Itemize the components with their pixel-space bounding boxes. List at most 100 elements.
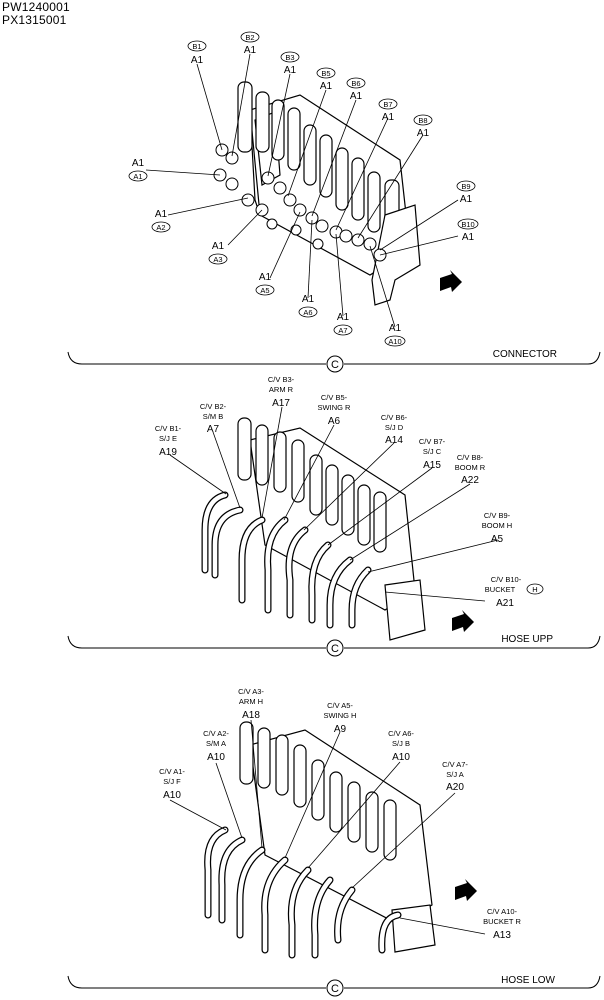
drawing-code-1: PW1240001 [2,0,70,14]
svg-text:A20: A20 [446,782,464,793]
svg-text:C/V A7-: C/V A7- [442,760,468,769]
connector-circle [326,355,344,373]
svg-text:ARM H: ARM H [239,697,263,706]
hose-upp-label-b3: C/V B3- ARM R A17 [268,375,295,409]
svg-text:A21: A21 [496,598,514,609]
svg-text:BUCKET: BUCKET [485,585,516,594]
hose-upp-label-b7: C/V B7- S/J C A15 [419,437,446,471]
svg-text:A6: A6 [303,308,312,317]
svg-text:A1: A1 [389,323,402,334]
hose-upp-label-b1: C/V B1- S/J E A19 [155,424,182,458]
connector-label-b9: B9 A1 [456,180,476,205]
svg-text:A5: A5 [260,286,269,295]
svg-text:B5: B5 [321,69,330,78]
svg-text:A7: A7 [338,326,347,335]
hose-upp-label-b9: C/V B9- BOOM H A5 [482,511,512,545]
svg-text:H: H [532,585,537,594]
svg-text:S/M B: S/M B [203,412,223,421]
hose-upp-label-b6: C/V B6- S/J D A14 [381,413,408,446]
hose-upp-section: C/V B1- S/J E A19 C/V B2- S/M B A7 C/V B… [67,375,601,657]
svg-text:A1: A1 [133,172,142,181]
svg-text:SWING R: SWING R [318,403,351,412]
svg-text:C/V B10-: C/V B10- [491,575,522,584]
svg-text:BUCKET R: BUCKET R [483,917,521,926]
hose-low-label-a10: C/V A10- BUCKET R A13 [483,907,521,941]
hose-low-circle-label: C [331,983,339,995]
svg-text:A9: A9 [334,724,347,735]
hose-low-circle [326,979,344,997]
svg-text:C/V A2-: C/V A2- [203,729,229,738]
svg-text:A18: A18 [242,710,260,721]
valve-block-connector [213,81,421,306]
svg-text:A1: A1 [460,194,473,205]
svg-text:A1: A1 [382,112,395,123]
svg-text:C/V B3-: C/V B3- [268,375,295,384]
connector-label-a1: A1 A1 [128,158,148,182]
svg-text:S/M A: S/M A [206,739,226,748]
hose-upp-circle [326,639,344,657]
connector-label-a2: A1 A2 [151,209,171,233]
connector-label-a5: A1 A5 [255,272,275,296]
svg-text:A19: A19 [159,447,177,458]
svg-text:A2: A2 [156,223,165,232]
connector-section-label: CONNECTOR [493,349,557,360]
connector-label-b10: B10 A1 [457,218,479,243]
svg-text:A5: A5 [491,534,504,545]
svg-text:A1: A1 [417,128,430,139]
svg-text:A1: A1 [302,294,315,305]
svg-text:S/J F: S/J F [163,777,181,786]
svg-text:A1: A1 [212,241,225,252]
svg-text:SWING H: SWING H [324,711,357,720]
svg-text:A1: A1 [132,158,145,169]
hose-upp-label-b5: C/V B5- SWING R A6 [318,393,351,427]
svg-text:A1: A1 [462,232,475,243]
svg-text:A17: A17 [272,398,290,409]
svg-text:C/V B8-: C/V B8- [457,453,484,462]
svg-text:S/J A: S/J A [446,770,464,779]
connector-label-b5: B5 A1 [316,67,336,92]
connector-section: B1 A1 B2 A1 B3 A1 B5 A1 B6 A1 B7 A1 [67,31,601,373]
hose-low-label-a5: C/V A5- SWING H A9 [324,701,357,735]
direction-arrow-icon [455,879,477,901]
direction-arrow-icon [452,610,474,632]
hose-upp-label-b10: C/V B10- BUCKET H A21 [485,575,544,609]
connector-label-b8: B8 A1 [413,114,433,139]
hose-low-section-label: HOSE LOW [501,975,555,986]
svg-text:C/V B7-: C/V B7- [419,437,446,446]
svg-text:A22: A22 [461,475,479,486]
hose-low-label-a7: C/V A7- S/J A A20 [442,760,468,793]
svg-text:ARM R: ARM R [269,385,294,394]
svg-text:B1: B1 [192,42,201,51]
svg-text:A1: A1 [259,272,272,283]
svg-text:A1: A1 [155,209,168,220]
svg-text:A7: A7 [207,424,220,435]
svg-text:A3: A3 [213,255,222,264]
direction-arrow-icon [440,270,462,292]
svg-text:S/J B: S/J B [392,739,410,748]
svg-text:C/V B5-: C/V B5- [321,393,348,402]
svg-text:C/V A3-: C/V A3- [238,687,264,696]
connector-label-b1: B1 A1 [187,40,207,66]
hose-upp-leaders [169,406,499,602]
svg-text:C/V A10-: C/V A10- [487,907,518,916]
svg-text:S/J E: S/J E [159,434,177,443]
svg-text:A13: A13 [493,930,511,941]
hose-low-bracket [67,975,601,989]
svg-text:A1: A1 [320,81,333,92]
svg-text:C/V B9-: C/V B9- [484,511,511,520]
svg-text:A14: A14 [385,435,403,446]
connector-label-b7: B7 A1 [378,98,398,123]
connector-label-a7: A1 A7 [333,312,353,336]
svg-text:C/V A6-: C/V A6- [388,729,414,738]
connector-bracket [67,351,601,365]
hose-low-label-a3: C/V A3- ARM H A18 [238,687,264,721]
hose-low-section: C/V A1- S/J F A10 C/V A2- S/M A A10 C/V … [67,687,601,997]
svg-text:B8: B8 [418,116,427,125]
hose-low-label-a1: C/V A1- S/J F A10 [159,767,185,801]
svg-text:A1: A1 [337,312,350,323]
valve-block-hose-upp [237,417,426,641]
svg-text:S/J C: S/J C [423,447,442,456]
connector-circle-label: C [331,359,339,371]
hose-low-leaders [169,719,486,935]
